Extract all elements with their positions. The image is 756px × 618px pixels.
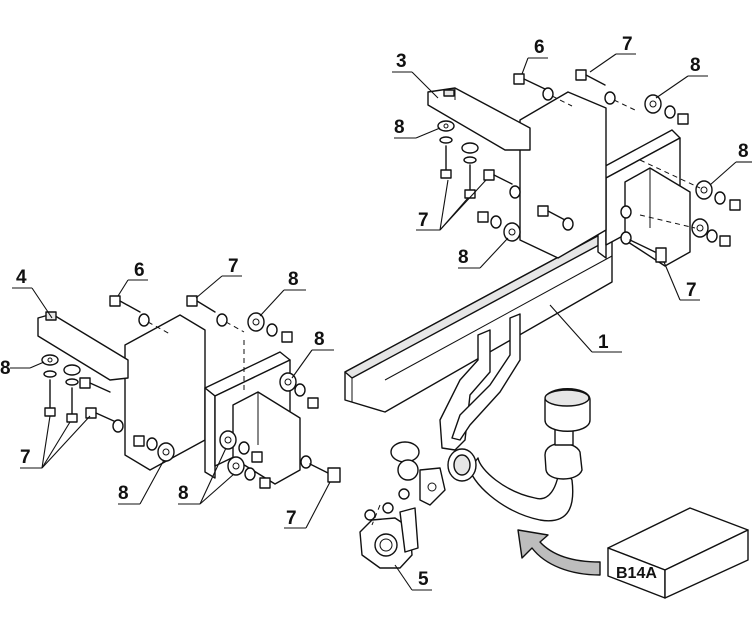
callout-1: 1 bbox=[598, 332, 609, 353]
callout-8-bottom-left: 8 bbox=[118, 483, 129, 504]
socket-plate-holder bbox=[419, 467, 446, 506]
callout-6-lower: 6 bbox=[134, 260, 145, 281]
callout-8-top-mid: 8 bbox=[394, 117, 405, 138]
box-label: B14A bbox=[616, 565, 657, 582]
callout-8-far-right: 8 bbox=[738, 141, 749, 162]
tow-hook-neck bbox=[390, 313, 521, 481]
callout-8-far-left: 8 bbox=[0, 358, 11, 379]
callout-7-bottom: 7 bbox=[286, 508, 297, 529]
callout-7-left-bottom: 7 bbox=[20, 447, 31, 468]
callout-8-left-upper: 8 bbox=[288, 269, 299, 290]
bracket-4 bbox=[37, 311, 129, 381]
callout-7-right: 7 bbox=[686, 280, 697, 301]
callout-6-upper: 6 bbox=[534, 37, 545, 58]
callout-4: 4 bbox=[16, 267, 27, 288]
bracket-3 bbox=[427, 87, 531, 151]
socket-plate-5 bbox=[359, 488, 419, 569]
product-box: B14A bbox=[607, 507, 749, 599]
callout-7-upper-right: 7 bbox=[622, 34, 633, 55]
callout-8-bottom-center: 8 bbox=[178, 483, 189, 504]
callouts: 1 3 4 5 6 6 7 7 7 7 bbox=[0, 34, 752, 591]
hardware-left-upper bbox=[109, 295, 293, 390]
tow-ball-arm bbox=[447, 388, 591, 522]
callout-7-left-top: 7 bbox=[228, 256, 239, 277]
callout-7-mid: 7 bbox=[418, 210, 429, 231]
callout-8-left-mid: 8 bbox=[314, 329, 325, 350]
arrow-icon bbox=[517, 529, 601, 576]
hardware-right-side bbox=[620, 159, 741, 263]
callout-5: 5 bbox=[418, 569, 429, 590]
hardware-right-lower bbox=[437, 120, 574, 242]
left-side-arm bbox=[124, 314, 301, 485]
hardware-left-lower bbox=[41, 354, 175, 462]
callout-8-top-right: 8 bbox=[690, 55, 701, 76]
callout-8-center: 8 bbox=[458, 247, 469, 268]
right-side-arm bbox=[519, 91, 691, 267]
hardware-right-upper bbox=[513, 69, 689, 125]
callout-3: 3 bbox=[396, 51, 407, 72]
